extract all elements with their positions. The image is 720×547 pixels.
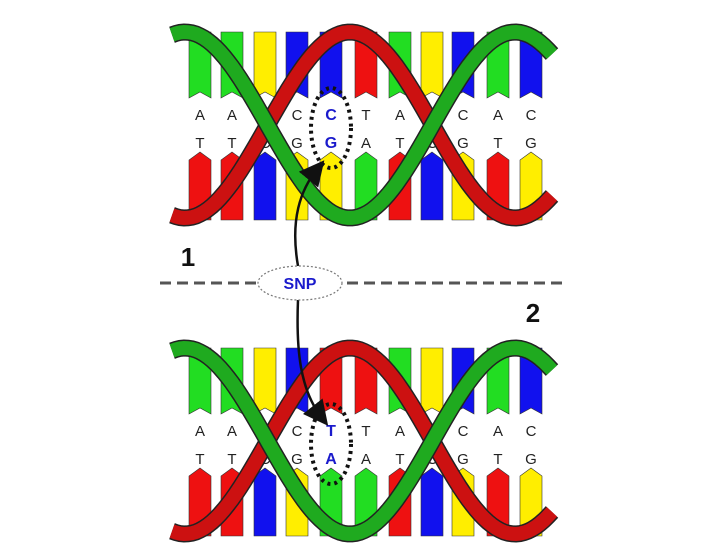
base-pair: AT [188, 31, 212, 221]
base-letter: T [493, 135, 502, 152]
base-letter: A [361, 451, 371, 468]
base-pair: AT [486, 31, 510, 221]
base-letter: A [195, 423, 205, 440]
base-letter: A [361, 135, 371, 152]
base-letter: T [361, 423, 370, 440]
green-backbone-strand [169, 24, 558, 225]
base-letter: G [525, 135, 537, 152]
base-pair: TA [354, 347, 378, 537]
base-letter: A [395, 107, 405, 124]
base-letter: T [227, 135, 236, 152]
base-letter: A [493, 423, 503, 440]
base-letter: G [325, 135, 337, 152]
base-letter: T [195, 451, 204, 468]
arrow-to-helix-1 [294, 160, 325, 267]
red-backbone-strand [169, 341, 558, 542]
base-letter: T [326, 423, 336, 440]
svg-text:SNP: SNP [284, 276, 317, 293]
base-letter: C [526, 107, 537, 124]
base-pair: AT [486, 347, 510, 537]
variant-2-label: 2 [526, 298, 540, 328]
base-letter: C [526, 423, 537, 440]
base-letter: G [291, 451, 303, 468]
base-pair: TA [354, 31, 378, 221]
base-letter: C [427, 135, 438, 152]
variant-1-label: 1 [181, 242, 195, 272]
base-letter: C [458, 107, 469, 124]
base-letter: G [457, 135, 469, 152]
snp-highlight-ellipse [309, 86, 353, 170]
base-letter: C [427, 451, 438, 468]
base-letter: A [493, 107, 503, 124]
base-letter: A [227, 423, 237, 440]
base-letter: T [227, 451, 236, 468]
base-pair: GC [420, 31, 444, 221]
base-letter: T [195, 135, 204, 152]
base-pair: CG [519, 31, 543, 221]
base-letter: A [395, 423, 405, 440]
red-backbone-strand [169, 25, 558, 226]
base-letter: G [291, 135, 303, 152]
base-letter: A [195, 107, 205, 124]
snp-highlight-ellipse [309, 402, 353, 486]
base-letter: T [361, 107, 370, 124]
base-pair: AT [188, 347, 212, 537]
base-pair: CG [519, 347, 543, 537]
base-letter: C [292, 423, 303, 440]
base-letter: G [457, 451, 469, 468]
base-letter: C [325, 107, 337, 124]
base-letter: G [525, 451, 537, 468]
base-letter: C [458, 423, 469, 440]
base-letter: A [227, 107, 237, 124]
base-letter: T [395, 135, 404, 152]
base-letter: T [395, 451, 404, 468]
arrow-to-helix-2 [296, 299, 329, 426]
base-letter: T [493, 451, 502, 468]
base-pair: GC [420, 347, 444, 537]
snp-label: SNP [257, 265, 343, 301]
base-letter: C [292, 107, 303, 124]
green-backbone-strand [169, 340, 558, 541]
base-letter: A [325, 451, 337, 468]
